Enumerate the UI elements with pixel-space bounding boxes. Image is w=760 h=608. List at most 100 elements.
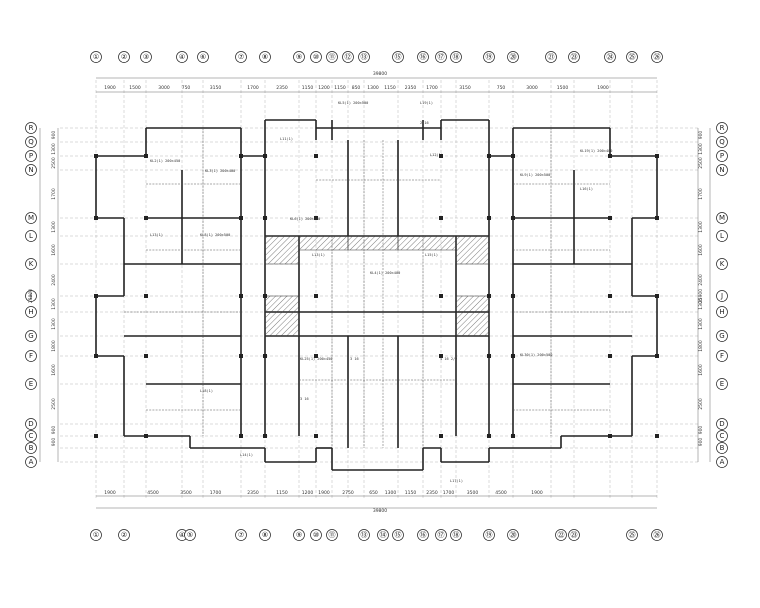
dim-text-right: 1300 (698, 318, 704, 330)
dim-text-right: 1300 (698, 298, 704, 310)
column (263, 434, 267, 438)
dim-text-top: 2350 (405, 85, 417, 91)
axis-bubble-left-circle (25, 150, 37, 162)
axis-bubble-left: H (25, 306, 37, 318)
dim-text-right: 1600 (698, 244, 704, 256)
axis-bubble-top-circle (293, 51, 305, 63)
column (314, 354, 318, 358)
axis-bubble-bottom-circle (417, 529, 429, 541)
axis-bubble-top-circle (435, 51, 447, 63)
beam-label: KL2(1) 200×450 (150, 159, 180, 163)
column (655, 434, 659, 438)
axis-bubble-right-circle (716, 350, 728, 362)
axis-bubble-bottom-label: ㉒ (558, 531, 565, 539)
dim-text-right: 1800 (698, 340, 704, 352)
axis-bubble-top-label: ③ (143, 53, 149, 61)
axis-bubble-bottom-label: ㉖ (654, 531, 661, 539)
axis-bubble-top-label: ⑦ (238, 53, 244, 61)
axis-bubble-left-circle (25, 430, 37, 442)
dim-text-top: 850 (352, 85, 361, 91)
axis-bubble-top-label: ㉔ (607, 53, 614, 61)
column (263, 294, 267, 298)
axis-bubble-left-circle (25, 290, 37, 302)
overall-dim-top: 39800 (373, 71, 387, 77)
axis-bubble-left: M (25, 212, 37, 224)
axis-bubble-bottom-circle (626, 529, 638, 541)
axis-bubble-top-label: ④ (179, 53, 185, 61)
axis-bubble-left: D (25, 418, 37, 430)
axis-bubble-bottom: ⑬ (358, 529, 370, 541)
axis-bubble-right-circle (716, 258, 728, 270)
axis-bubble-right-label: C (720, 432, 725, 440)
axis-bubble-right: E (716, 378, 728, 390)
axis-bubble-bottom: ⑲ (483, 529, 495, 541)
axis-bubble-left: K (25, 258, 37, 270)
axis-bubble-top-label: ② (121, 53, 127, 61)
axis-bubble-bottom-circle (90, 529, 102, 541)
dim-text-bottom: 650 (369, 490, 378, 496)
axis-bubble-bottom-label: ⑳ (510, 531, 517, 539)
dim-text-left: 900 (51, 426, 57, 435)
axis-bubble-top-circle (392, 51, 404, 63)
axis-bubble-right-label: E (720, 380, 724, 388)
column (655, 294, 659, 298)
axis-bubble-top-label: ⑲ (486, 53, 493, 61)
column (608, 216, 612, 220)
axis-bubble-top: ⑥ (197, 51, 209, 63)
dim-text-top: 1150 (334, 85, 346, 91)
dim-text-bottom: 3500 (180, 490, 192, 496)
axis-bubble-left-circle (25, 164, 37, 176)
axis-bubble-left-label: L (29, 232, 33, 240)
beam-label: KL19(1) 200×400 (580, 149, 612, 153)
column (439, 294, 443, 298)
axis-bubble-bottom: ㉖ (651, 529, 663, 541)
axis-bubble-top-circle (358, 51, 370, 63)
axis-bubble-top-circle (259, 51, 271, 63)
axis-bubble-top: ① (90, 51, 102, 63)
axis-bubble-right-circle (716, 150, 728, 162)
overall-dimensions: 39800 39800 25900 25900 (28, 71, 704, 514)
axis-bubble-right-label: D (719, 420, 724, 428)
column (608, 354, 612, 358)
axis-bubble-top-label: ㉓ (571, 53, 578, 61)
axis-bubble-bottom-label: ⑧ (262, 531, 268, 539)
axis-bubble-bottom-circle (310, 529, 322, 541)
axis-bubble-top-circle (604, 51, 616, 63)
axis-bubble-right-label: L (720, 232, 724, 240)
column (94, 434, 98, 438)
axis-bubble-left-circle (25, 350, 37, 362)
axis-bubble-right-circle (716, 306, 728, 318)
column (439, 354, 443, 358)
axis-bubble-top-label: ⑫ (345, 53, 352, 61)
axis-bubble-left-circle (25, 306, 37, 318)
axis-bubble-top-circle (90, 51, 102, 63)
axis-bubble-bottom-circle (358, 529, 370, 541)
beam-label: L19(1) (420, 101, 433, 105)
axis-bubble-left-label: P (29, 152, 33, 160)
axis-bubble-top-label: ㉑ (548, 53, 555, 61)
beam-label: L12(1) (430, 153, 443, 157)
axis-bubble-bottom: ⑱ (450, 529, 462, 541)
dim-text-right: 1700 (698, 188, 704, 200)
axis-bubble-bottom-label: ⑦ (238, 531, 244, 539)
axis-bubble-right-circle (716, 230, 728, 242)
axis-bubble-top-label: ⑥ (200, 53, 206, 61)
axis-bubble-bottom: ⑦ (235, 529, 247, 541)
hatched-core (347, 235, 399, 251)
dim-text-left: 1700 (51, 188, 57, 200)
dim-text-top: 2350 (276, 85, 288, 91)
axis-bubble-bottom: ⑤ (184, 529, 196, 541)
dim-text-left: 1300 (51, 298, 57, 310)
axis-bubble-left-label: D (28, 420, 33, 428)
axis-bubble-left-circle (25, 330, 37, 342)
axis-bubble-bottom-circle (392, 529, 404, 541)
dim-text-bottom: 1300 (385, 490, 397, 496)
axis-bubble-bottom-label: ⑮ (395, 531, 402, 539)
column (94, 216, 98, 220)
axis-bubble-left: G (25, 330, 37, 342)
axis-bubble-top-label: ⑰ (438, 53, 445, 61)
overall-dim-right: 25900 (698, 289, 704, 303)
beam-label: L16(1) (580, 187, 593, 191)
column (314, 294, 318, 298)
axis-bubble-left-label: H (28, 308, 33, 316)
